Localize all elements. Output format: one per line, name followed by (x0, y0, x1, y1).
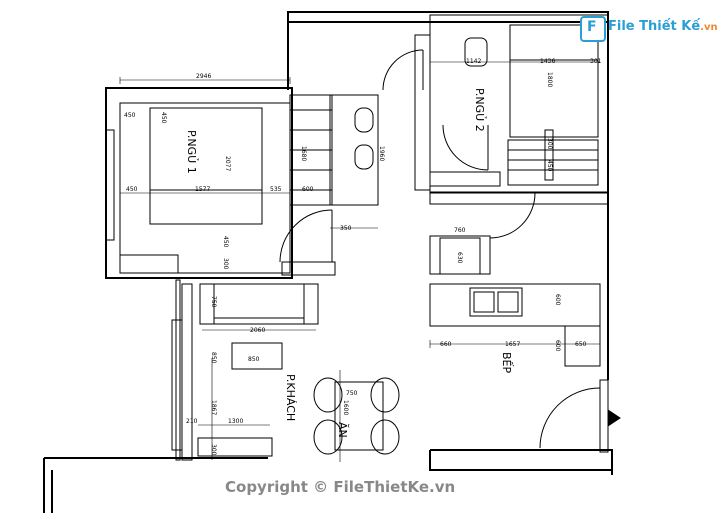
dim-bedroom1-bottom2: 300 (222, 258, 229, 270)
dim-bedroom1-left: 450 (126, 186, 138, 193)
dim-bedroom2-h: 1800 (546, 72, 553, 87)
room-label-kitchen: BẾP (500, 352, 514, 373)
dim-tv-off: 210 (186, 418, 198, 425)
dim-bath-w: 350 (340, 225, 352, 232)
dim-bedroom1-top: 2946 (196, 73, 211, 80)
dim-dining-h: 1600 (342, 400, 349, 415)
room-label-living: P.KHÁCH (284, 374, 297, 421)
dim-bedroom2-edge: 301 (590, 58, 602, 65)
logo-wordmark: File Thiết Kế.vn (608, 19, 718, 34)
dim-living-h2: 1867 (210, 400, 217, 415)
dim-bedroom2-w: 1436 (540, 58, 555, 65)
dim-tv-d: 300 (210, 444, 217, 456)
dim-bath-h: 1960 (378, 146, 385, 161)
dim-kitchen-run: 1657 (505, 341, 520, 348)
dim-kitchen-left: 660 (440, 341, 452, 348)
room-label-bedroom-1: P.NGỦ 1 (185, 130, 199, 174)
living-room (171, 279, 319, 461)
dim-bedroom1-bed-len: 2077 (224, 156, 231, 171)
dim-wc-w: 760 (454, 227, 466, 234)
dim-bedroom1-bed-w: 1577 (195, 186, 210, 193)
dining-set (313, 377, 400, 455)
dim-bedroom1-bottom: 450 (222, 236, 229, 248)
dim-dining-w: 750 (346, 390, 358, 397)
logo-initial: F (587, 19, 597, 35)
dim-bedroom1-desk-h: 1680 (300, 146, 307, 161)
dim-bedroom1-desk: 600 (302, 186, 314, 193)
dim-kitchen-h: 600 (554, 294, 561, 306)
dim-wc-h: 630 (456, 252, 463, 264)
dim-table-w: 850 (248, 356, 260, 363)
room-label-bedroom-2: P.NGỦ 2 (473, 88, 487, 132)
dim-bedroom1-right: 535 (270, 186, 282, 193)
dim-bedroom1-wardrobe-depth: 450 (160, 112, 167, 124)
brand-logo[interactable]: F File Thiết Kế.vn (580, 14, 718, 42)
logo-badge-icon: F (580, 16, 606, 42)
copyright-watermark: Copyright © FileThietKe.vn (225, 478, 456, 496)
bedroom-1 (105, 94, 379, 276)
dim-bedroom2-stair: 300 (546, 138, 553, 150)
dim-bedroom2-top: 1142 (466, 58, 481, 65)
dimension-lines (119, 61, 601, 462)
wc (429, 191, 609, 275)
dim-sofa-len: 2060 (250, 327, 265, 334)
kitchen (429, 283, 621, 453)
dim-tv-len: 1300 (228, 418, 243, 425)
dim-bedroom2-stair2: 450 (546, 160, 553, 172)
dim-kitchen-fridge-d: 650 (575, 341, 587, 348)
logo-name: File Thiết Kế (608, 19, 701, 34)
dim-bedroom1-wardrobe: 450 (124, 112, 136, 119)
logo-domain: .vn (700, 22, 718, 33)
dim-kitchen-fridge: 600 (554, 340, 561, 352)
entry-door-bedroom-2 (382, 34, 431, 191)
room-label-dining: ĂN (336, 422, 349, 438)
dim-living-h1: 850 (210, 352, 217, 364)
dim-sofa-d: 750 (210, 296, 217, 308)
